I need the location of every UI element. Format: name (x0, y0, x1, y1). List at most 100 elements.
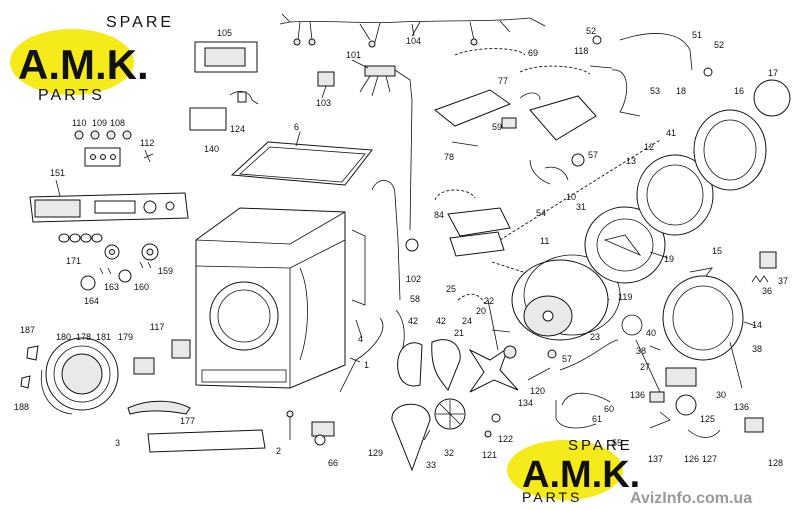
label-18: 18 (676, 86, 686, 96)
part-10 (544, 166, 569, 181)
label-101: 101 (346, 50, 361, 60)
label-112: 112 (140, 138, 154, 148)
part-188 (20, 375, 31, 389)
amk-logo-bottom: SPARE A.M.K. PARTS (507, 437, 640, 505)
label-108: 108 (110, 118, 125, 128)
plinth-177 (147, 429, 266, 453)
label-61: 61 (592, 414, 602, 424)
part-57b (547, 349, 557, 359)
label-103: 103 (316, 98, 331, 108)
label-17: 17 (768, 68, 778, 78)
label-119: 119 (618, 292, 632, 302)
label-118: 118 (574, 46, 588, 56)
label-51: 51 (692, 30, 702, 40)
part-59 (501, 117, 517, 129)
label-24: 24 (462, 316, 472, 326)
label-55: 55 (612, 438, 622, 448)
part-15 (689, 267, 713, 277)
hose-102 (371, 180, 401, 301)
label-6: 6 (294, 122, 299, 132)
label-180: 180 (56, 332, 71, 342)
knob-set-110-108 (74, 130, 132, 167)
label-20: 20 (476, 306, 486, 316)
valve-66 (311, 421, 335, 446)
logo-bottom-parts: PARTS (522, 489, 582, 505)
label-178: 178 (76, 332, 91, 342)
label-54: 54 (536, 208, 546, 218)
label-136a: 136 (630, 390, 645, 400)
label-30: 30 (716, 390, 726, 400)
label-102: 102 (406, 274, 421, 284)
label-2: 2 (276, 446, 281, 456)
pump-125 (649, 367, 697, 416)
logo-bottom-amk: A.M.K. (522, 454, 640, 496)
dashed-group-84 (434, 189, 476, 201)
part-52b (703, 67, 713, 77)
label-52a: 52 (586, 26, 596, 36)
label-122: 122 (498, 434, 513, 444)
label-177: 177 (180, 416, 195, 426)
label-57a: 57 (588, 150, 598, 160)
label-164: 164 (84, 296, 99, 306)
label-16: 16 (734, 86, 744, 96)
label-40: 40 (646, 328, 656, 338)
label-126: 126 (684, 454, 699, 464)
part-118 (589, 65, 613, 69)
label-127: 127 (702, 454, 717, 464)
watermark-text: AvizInfo.com.ua (630, 490, 752, 507)
label-15: 15 (712, 246, 722, 256)
label-59: 59 (492, 122, 502, 132)
label-125: 125 (700, 414, 715, 424)
label-12: 12 (644, 142, 654, 152)
label-36: 36 (762, 286, 772, 296)
drum-31 (584, 206, 666, 284)
label-109: 109 (92, 118, 107, 128)
label-58: 58 (410, 294, 420, 304)
label-13: 13 (626, 156, 636, 166)
part-128 (744, 417, 764, 433)
label-21: 21 (454, 328, 464, 338)
label-10: 10 (566, 192, 576, 202)
label-84: 84 (434, 210, 444, 220)
shock-38b (729, 341, 743, 389)
label-31: 31 (576, 202, 586, 212)
label-19: 19 (664, 254, 674, 264)
label-52b: 52 (714, 40, 724, 50)
hose-1 (339, 317, 384, 393)
label-120: 120 (530, 386, 545, 396)
label-117: 117 (150, 322, 164, 332)
label-38b: 38 (752, 344, 762, 354)
label-14: 14 (752, 320, 762, 330)
hinge-117 (171, 339, 191, 359)
part-105-inner (204, 47, 246, 67)
part-122 (491, 413, 501, 423)
label-137: 137 (648, 454, 663, 464)
rear-tub-14 (662, 275, 744, 361)
label-129: 129 (368, 448, 383, 458)
hose-60 (559, 339, 619, 371)
part-137 (649, 411, 671, 429)
handle-3 (127, 400, 191, 415)
label-11: 11 (540, 236, 549, 246)
label-105: 105 (217, 28, 232, 38)
label-37: 37 (778, 276, 788, 286)
bearing-22 (503, 345, 517, 359)
label-38a: 38 (636, 346, 646, 356)
dashed-group-12 (499, 139, 661, 241)
top-panel-6 (230, 141, 373, 186)
label-160: 160 (134, 282, 149, 292)
label-78: 78 (444, 152, 454, 162)
label-57b: 57 (562, 354, 572, 364)
counterweight-42b (431, 339, 461, 391)
label-151: 151 (50, 168, 65, 178)
connector-103 (317, 71, 335, 87)
hose-61 (561, 392, 611, 406)
part-129 (391, 403, 431, 472)
label-128: 128 (768, 458, 783, 468)
lock-179 (133, 357, 155, 375)
part-187 (26, 345, 39, 361)
part-57a (571, 153, 585, 167)
part-124-clip (237, 91, 247, 103)
part-121 (484, 430, 492, 438)
